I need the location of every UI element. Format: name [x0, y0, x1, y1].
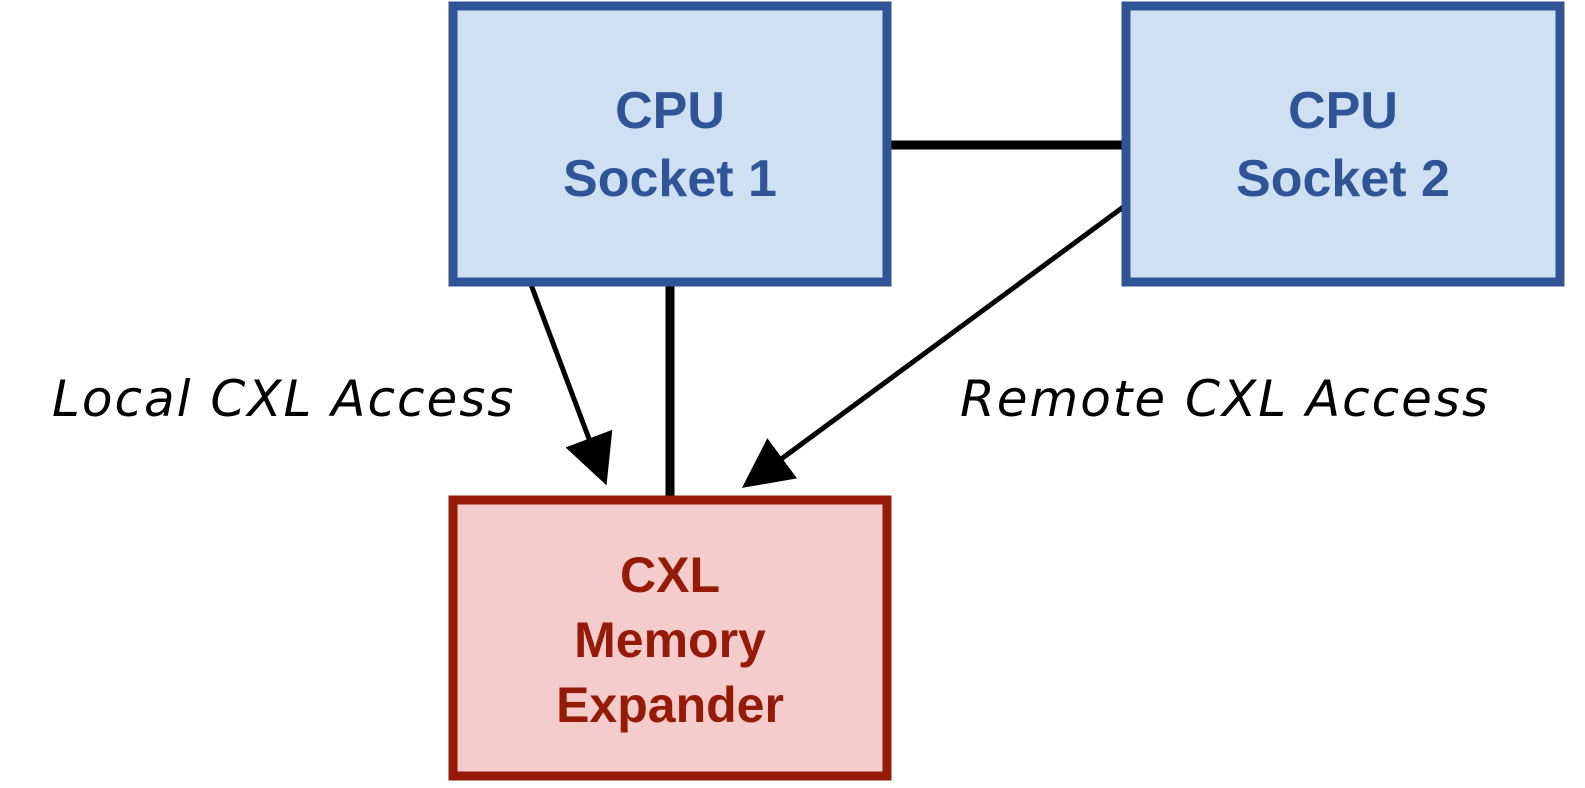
cpu-socket-2-line-1: CPU [1288, 82, 1398, 140]
cpu-socket-1-line-2: Socket 1 [563, 150, 777, 208]
cxl-memory-expander-box [448, 495, 892, 781]
cxl-line-2: Memory [574, 612, 766, 668]
arrow-local-cxl-access [527, 281, 613, 486]
arrow-remote-cxl-access [741, 202, 1128, 488]
cxl-line-3: Expander [556, 677, 784, 733]
cxl-line-1: CXL [620, 547, 720, 603]
local-cxl-access-label: Local CXL Access [52, 370, 515, 428]
remote-cxl-access-label: Remote CXL Access [960, 370, 1490, 428]
node-cpu-socket-2: CPU Socket 2 [1121, 1, 1565, 287]
cpu-socket-2-box [1121, 1, 1565, 287]
node-cxl-memory-expander: CXL Memory Expander [448, 495, 892, 781]
cpu-socket-1-line-1: CPU [615, 82, 725, 140]
cpu-socket-2-line-2: Socket 2 [1236, 150, 1450, 208]
cpu-socket-1-box [448, 1, 892, 287]
node-cpu-socket-1: CPU Socket 1 [448, 1, 892, 287]
